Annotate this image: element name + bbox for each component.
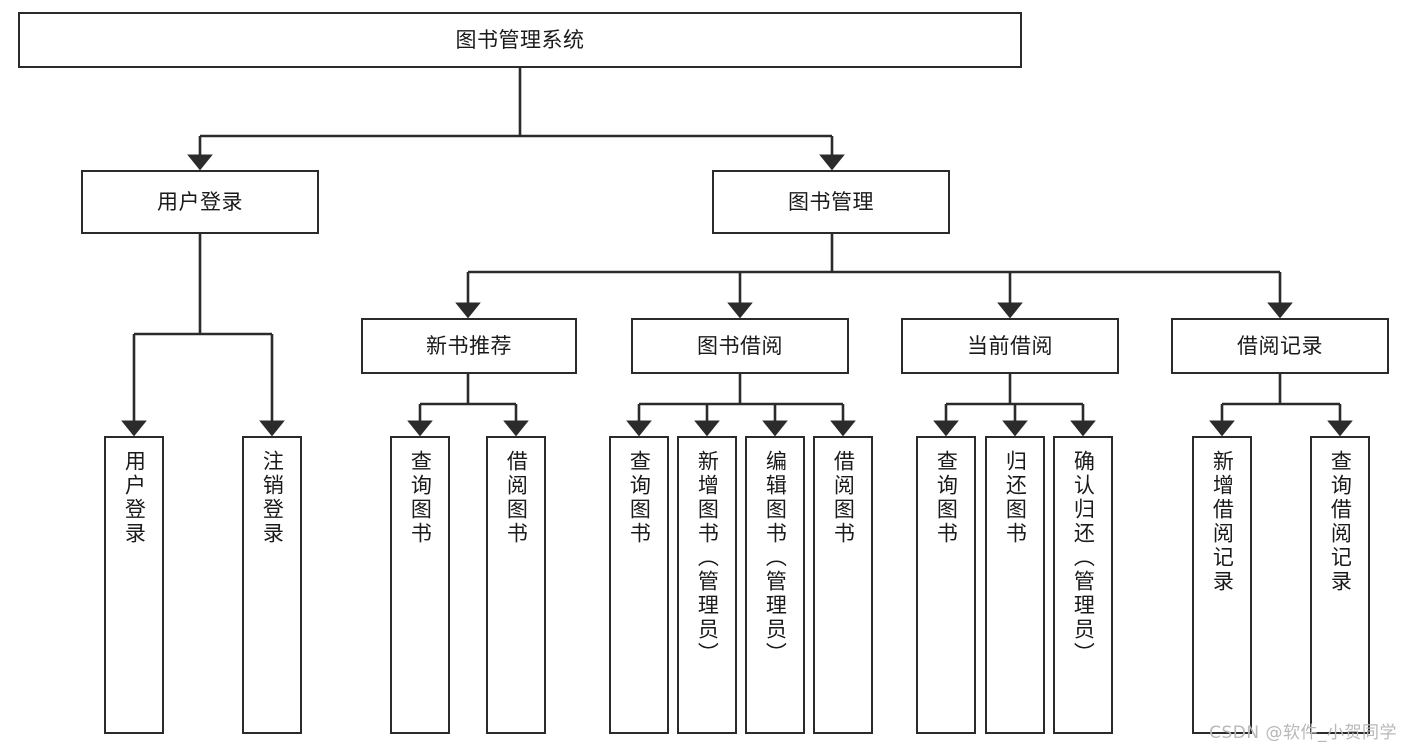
- node-leaf-borrow-book-1[interactable]: 借阅图书: [486, 436, 546, 734]
- node-leaf-query-book-3-label: 查询图书: [934, 450, 959, 546]
- node-leaf-query-record-label: 查询借阅记录: [1328, 450, 1353, 594]
- node-leaf-logout-label: 注销登录: [260, 450, 285, 546]
- node-leaf-edit-book-label: 编辑图书（管理员）: [763, 450, 788, 666]
- csdn-watermark: CSDN @软件_小贺同学: [1209, 723, 1397, 743]
- node-book-borrow-label: 图书借阅: [697, 333, 783, 358]
- node-leaf-add-record-label: 新增借阅记录: [1210, 450, 1235, 594]
- node-leaf-user-login-label: 用户登录: [122, 450, 147, 546]
- node-leaf-add-record[interactable]: 新增借阅记录: [1192, 436, 1252, 734]
- node-root-label: 图书管理系统: [455, 27, 585, 52]
- node-leaf-return-book-label: 归还图书: [1003, 450, 1028, 546]
- node-leaf-borrow-book-1-label: 借阅图书: [504, 450, 529, 546]
- node-borrow-record-label: 借阅记录: [1237, 333, 1323, 358]
- node-user-login[interactable]: 用户登录: [81, 170, 319, 234]
- node-leaf-add-book[interactable]: 新增图书（管理员）: [677, 436, 737, 734]
- node-leaf-user-login[interactable]: 用户登录: [104, 436, 164, 734]
- node-borrow-record[interactable]: 借阅记录: [1171, 318, 1389, 374]
- node-leaf-edit-book[interactable]: 编辑图书（管理员）: [745, 436, 805, 734]
- node-leaf-query-book-1[interactable]: 查询图书: [390, 436, 450, 734]
- node-leaf-return-book[interactable]: 归还图书: [985, 436, 1045, 734]
- node-user-login-label: 用户登录: [157, 189, 243, 214]
- node-leaf-confirm-return[interactable]: 确认归还（管理员）: [1053, 436, 1113, 734]
- node-leaf-query-book-2[interactable]: 查询图书: [609, 436, 669, 734]
- node-new-book-rec[interactable]: 新书推荐: [361, 318, 577, 374]
- node-leaf-query-record[interactable]: 查询借阅记录: [1310, 436, 1370, 734]
- node-leaf-query-book-1-label: 查询图书: [408, 450, 433, 546]
- node-leaf-confirm-return-label: 确认归还（管理员）: [1071, 450, 1096, 666]
- node-leaf-borrow-book-2-label: 借阅图书: [831, 450, 856, 546]
- node-book-manage[interactable]: 图书管理: [712, 170, 950, 234]
- node-book-borrow[interactable]: 图书借阅: [631, 318, 849, 374]
- node-leaf-borrow-book-2[interactable]: 借阅图书: [813, 436, 873, 734]
- node-leaf-logout[interactable]: 注销登录: [242, 436, 302, 734]
- node-leaf-query-book-2-label: 查询图书: [627, 450, 652, 546]
- node-leaf-add-book-label: 新增图书（管理员）: [695, 450, 720, 666]
- node-current-borrow-label: 当前借阅: [967, 333, 1053, 358]
- node-book-manage-label: 图书管理: [788, 189, 874, 214]
- node-new-book-rec-label: 新书推荐: [426, 333, 512, 358]
- node-current-borrow[interactable]: 当前借阅: [901, 318, 1119, 374]
- node-leaf-query-book-3[interactable]: 查询图书: [916, 436, 976, 734]
- node-root[interactable]: 图书管理系统: [18, 12, 1022, 68]
